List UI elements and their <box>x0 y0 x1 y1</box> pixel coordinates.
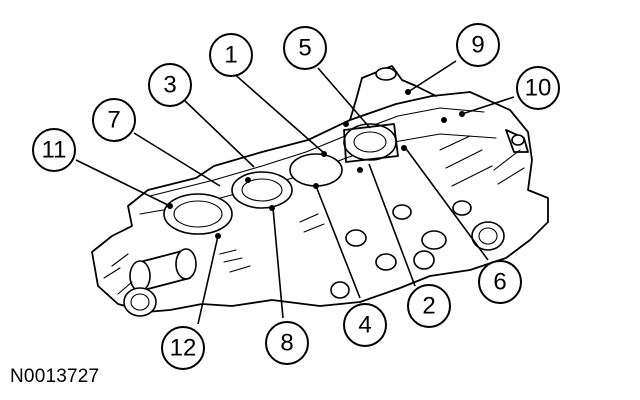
callout-2: 2 <box>407 284 451 328</box>
callout-7: 7 <box>92 98 136 142</box>
callout-8-label: 8 <box>280 330 293 357</box>
callout-11: 11 <box>32 128 76 172</box>
rear-seal <box>471 129 529 251</box>
leader-lines <box>75 60 515 325</box>
cam-journals <box>163 123 399 235</box>
callout-6-label: 6 <box>493 269 506 296</box>
callout-9: 9 <box>456 23 500 67</box>
callout-3-label: 3 <box>163 72 176 99</box>
callout-1-label: 1 <box>224 42 237 69</box>
valve-ports <box>330 200 472 299</box>
callout-12: 12 <box>161 326 205 370</box>
callout-4-label: 4 <box>358 312 371 339</box>
callout-12-label: 12 <box>170 335 197 362</box>
callout-7-label: 7 <box>107 107 120 134</box>
casting-shading <box>103 135 525 295</box>
callout-9-label: 9 <box>471 32 484 59</box>
callout-4: 4 <box>343 303 387 347</box>
callout-11-label: 11 <box>42 137 67 164</box>
callout-6: 6 <box>478 260 522 304</box>
callout-5-label: 5 <box>298 35 311 62</box>
callout-10-label: 10 <box>525 75 552 102</box>
callout-1: 1 <box>209 33 253 77</box>
callout-8: 8 <box>265 321 309 365</box>
callout-10: 10 <box>516 66 560 110</box>
cam-snout <box>123 248 197 317</box>
callout-5: 5 <box>283 26 327 70</box>
cylinder-head-drawing <box>91 65 549 317</box>
callout-2-label: 2 <box>422 293 435 320</box>
figure-reference-code: N0013727 <box>10 366 100 387</box>
callout-3: 3 <box>148 63 192 107</box>
